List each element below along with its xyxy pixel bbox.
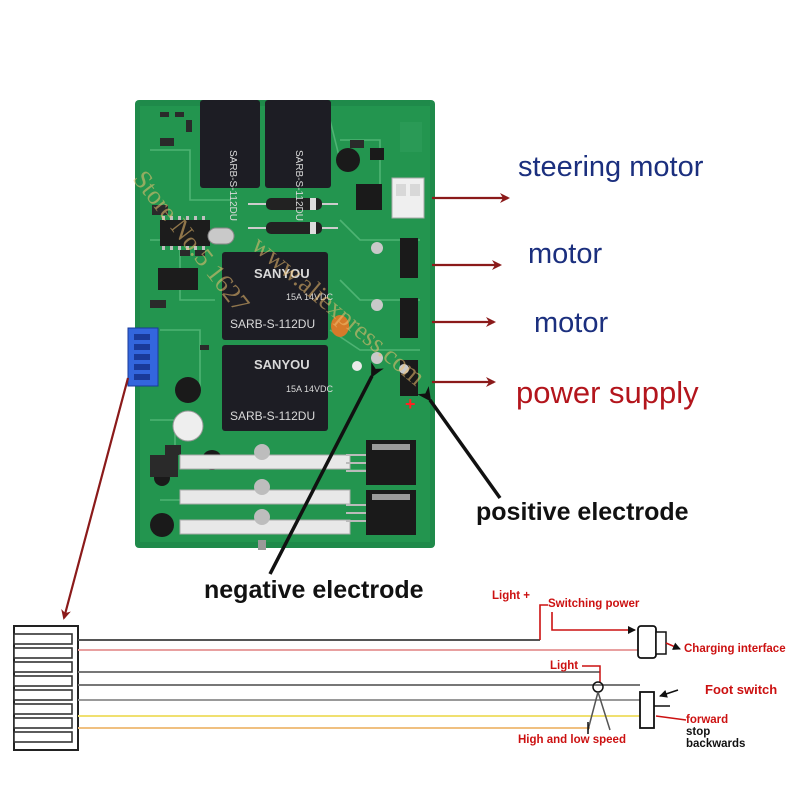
plus-sign: + [405,394,416,414]
relay-mid-rating: 15A 14VDC [286,292,334,302]
label-negative-electrode: negative electrode [204,576,424,604]
wiring-charging-interface: Charging interface [684,643,786,655]
relay-top-2-label: SARB-S-112DU [293,150,304,221]
label-motor-1: motor [528,238,603,270]
pointer-arrows [61,193,510,620]
wiring-forward: forward [686,714,729,726]
wiring-diagram [13,604,687,751]
wiring-backwards: backwards [686,738,746,750]
label-power-supply: power supply [516,375,699,410]
pcb-board [127,100,435,550]
relay-top-1-label: SARB-S-112DU [227,150,238,221]
relay-low-brand: SANYOU [254,357,310,372]
relay-mid-brand: SANYOU [254,266,310,281]
electrode-pointers [268,362,502,575]
label-positive-electrode: positive electrode [476,498,689,526]
wiring-switching-power: Switching power [548,598,640,610]
wiring-stop: stop [686,726,711,738]
label-motor-2: motor [534,307,609,339]
wiring-high-low-speed: High and low speed [518,734,626,746]
label-steering-motor: steering motor [518,151,704,183]
wiring-light-plus: Light + [492,590,531,602]
wiring-light: Light [550,660,579,672]
relay-low-text: SARB-S-112DU [230,409,315,423]
wiring-foot-switch: Foot switch [705,682,778,697]
relay-low-rating: 15A 14VDC [286,384,334,394]
relay-mid-text: SARB-S-112DU [230,317,315,331]
